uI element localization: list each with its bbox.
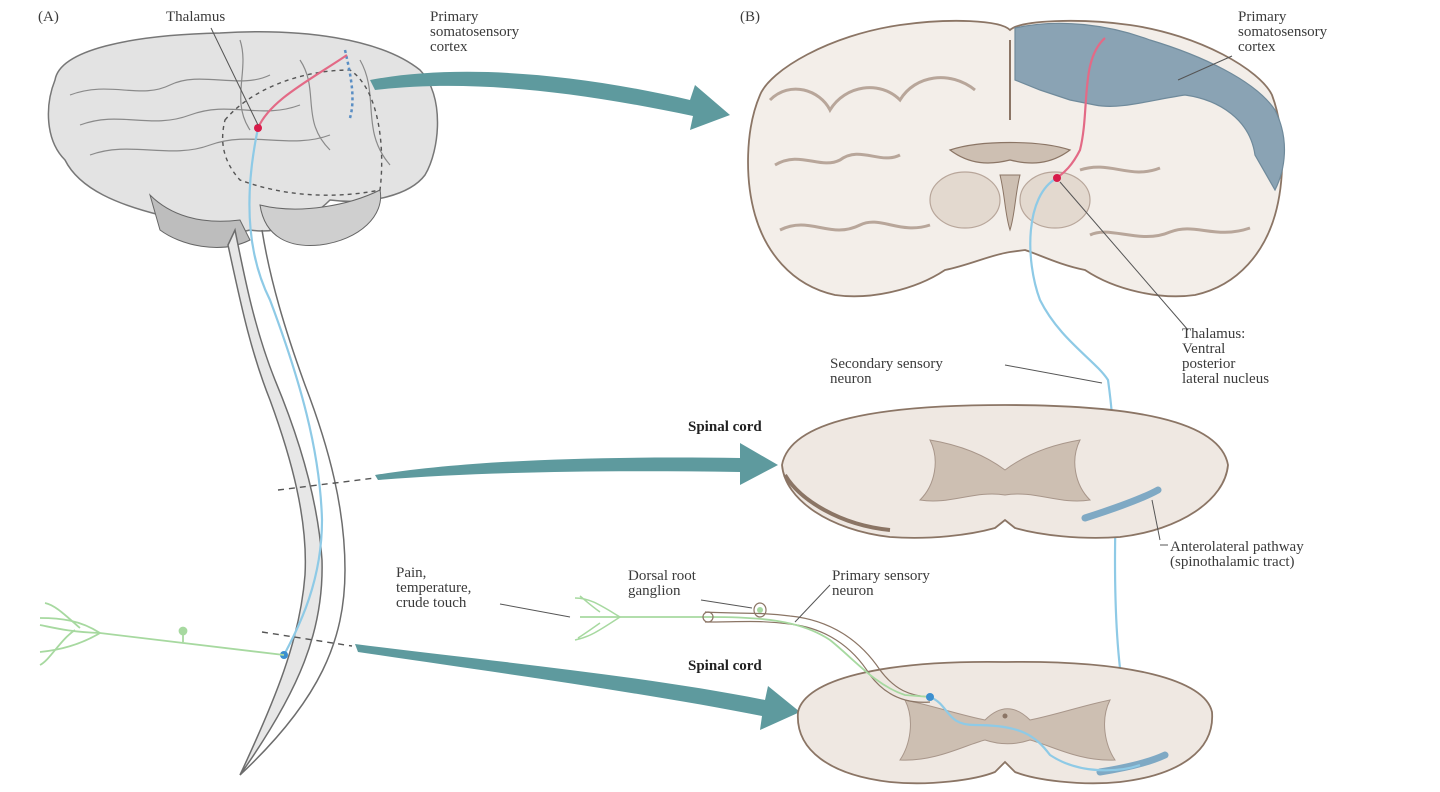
spinal-cord-section-upper bbox=[781, 404, 1229, 539]
thalamus-vpl-label: Thalamus: Ventral posterior lateral nucl… bbox=[1182, 326, 1270, 387]
spinal-cord-label-upper: Spinal cord bbox=[688, 419, 762, 435]
brain-illustration bbox=[47, 31, 439, 248]
primary-neuron-label: Primary sensory neuron bbox=[832, 568, 930, 599]
anterolateral-label: Anterolateral pathway (spinothalamic tra… bbox=[1170, 539, 1304, 570]
panel-label-b: (B) bbox=[740, 9, 760, 25]
primary-neuron-b bbox=[574, 595, 931, 703]
leader-lines bbox=[210, 27, 1233, 623]
secondary-path-a bbox=[248, 127, 324, 656]
thalamus-dot-a bbox=[254, 124, 262, 132]
cortex-outline bbox=[221, 69, 383, 196]
tertiary-path-a bbox=[256, 54, 348, 129]
spinal-cord-label-lower: Spinal cord bbox=[688, 658, 762, 674]
coronal-section bbox=[747, 19, 1285, 298]
anterolateral-tract-upper bbox=[1081, 486, 1162, 522]
section-arrows bbox=[355, 71, 800, 730]
secondary-path-crossing bbox=[929, 695, 1141, 772]
spinal-cord-illustration bbox=[227, 227, 346, 776]
tertiary-path-b bbox=[1056, 37, 1106, 179]
primary-cortex-label-b: Primary somatosensory cortex bbox=[1238, 9, 1328, 55]
spinal-cord-section-lower bbox=[797, 660, 1213, 785]
primary-neuron-a bbox=[39, 602, 285, 666]
dorsal-horn-synapse bbox=[926, 693, 934, 701]
drg-label: Dorsal root ganglion bbox=[628, 568, 696, 599]
thalamus-label: Thalamus bbox=[166, 9, 226, 25]
cortex-highlight-b bbox=[1014, 22, 1285, 192]
section-line-upper bbox=[277, 477, 376, 491]
pain-label: Pain, temperature, crude touch bbox=[396, 565, 472, 611]
panel-label-a: (A) bbox=[38, 9, 59, 25]
secondary-neuron-label: Secondary sensory neuron bbox=[830, 356, 943, 387]
section-line-lower bbox=[261, 631, 353, 647]
thalamus-dot-b bbox=[1053, 174, 1061, 182]
primary-cortex-label-a: Primary somatosensory cortex bbox=[430, 9, 520, 55]
